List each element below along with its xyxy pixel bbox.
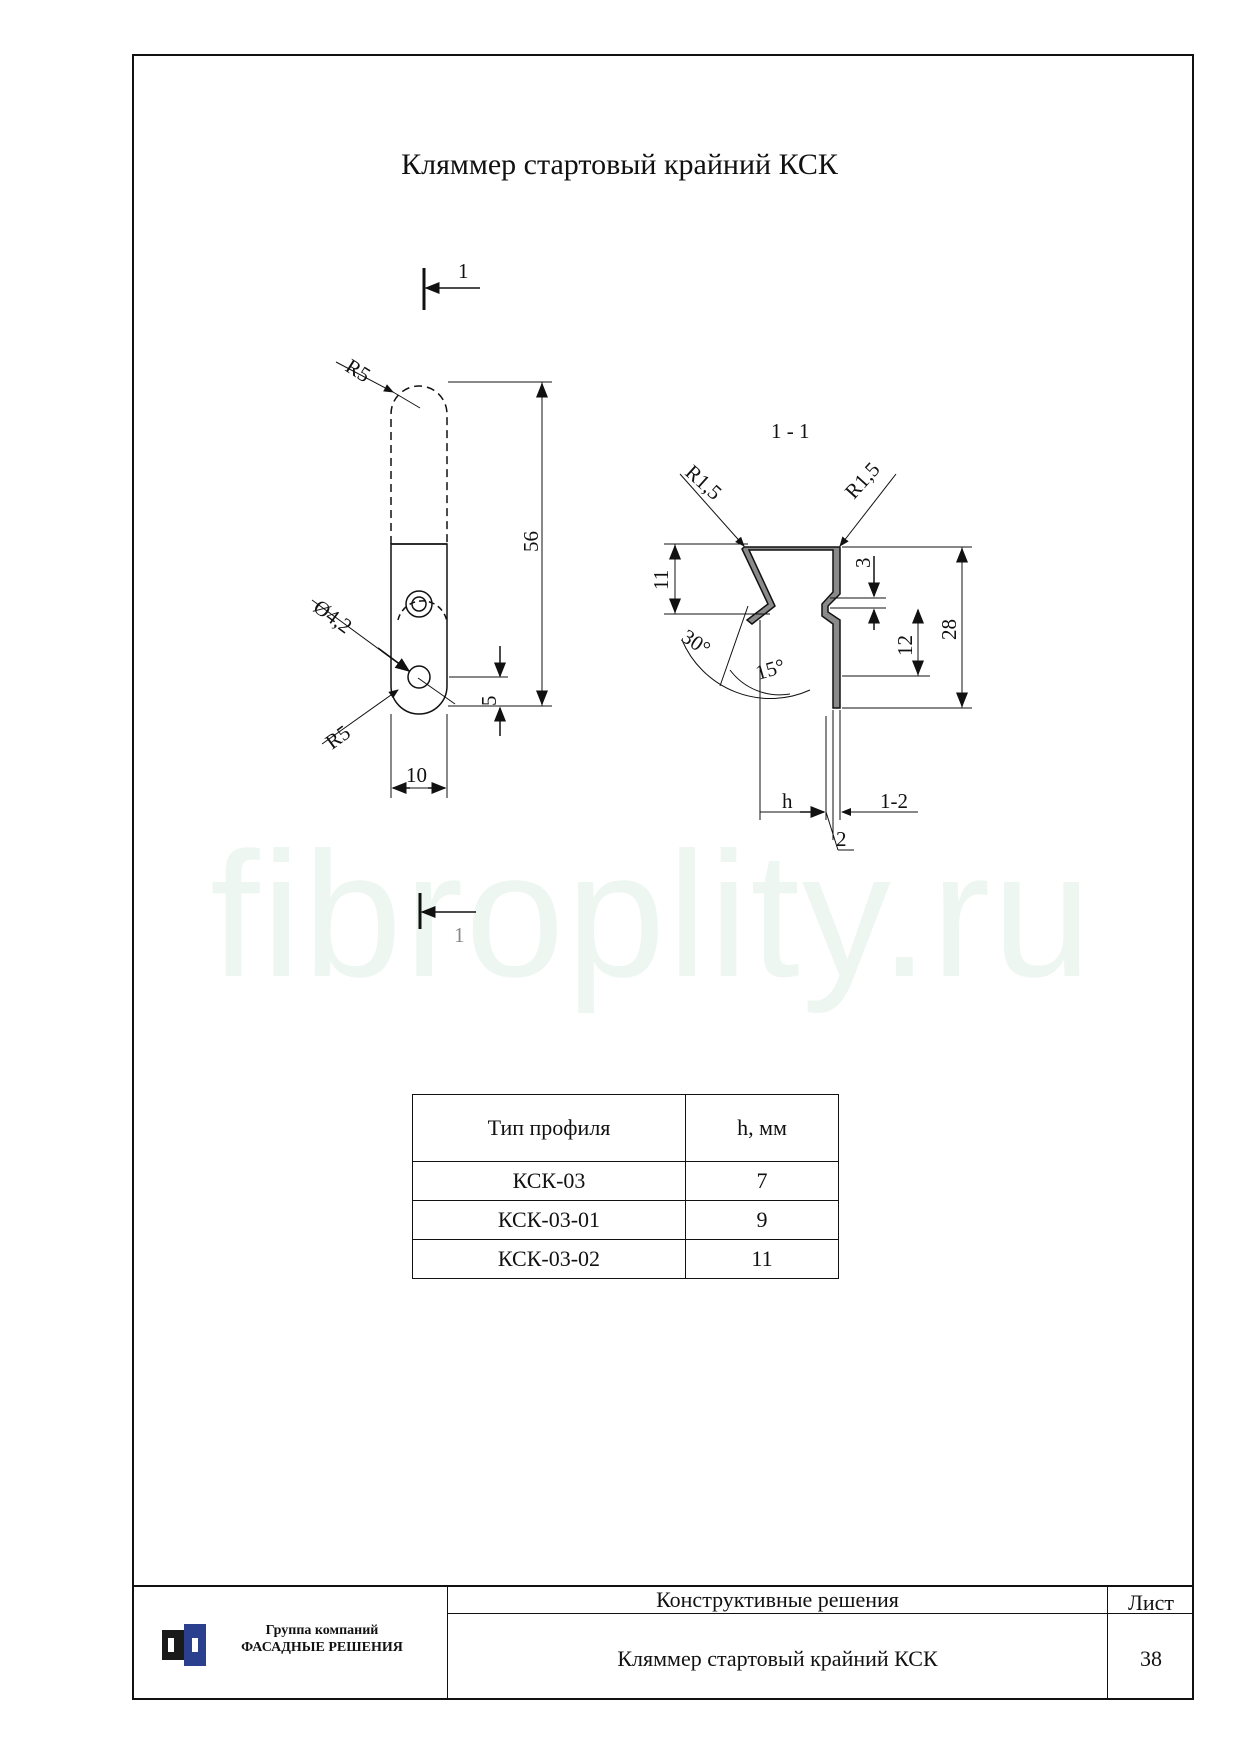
table-cell: 11 — [685, 1239, 839, 1279]
table-cell: КСК-03-01 — [412, 1200, 686, 1240]
dim-length: 56 — [519, 531, 543, 552]
table-header-row: Тип профиля h, мм — [412, 1094, 839, 1162]
section-mark-bottom-label: 1 — [454, 923, 465, 947]
table-header: h, мм — [685, 1094, 839, 1162]
dim-step: 3 — [851, 558, 875, 569]
drawing-name: Кляммер стартовый крайний КСК — [448, 1614, 1108, 1700]
dim-r-top: R5 — [341, 354, 375, 387]
company-block: Группа компаний ФАСАДНЫЕ РЕШЕНИЯ — [132, 1586, 448, 1700]
dim-height: 28 — [937, 619, 961, 640]
company-logo-icon — [162, 1624, 206, 1666]
profile-table: Тип профиля h, мм КСК-03 7 КСК-03-01 9 К… — [412, 1094, 839, 1279]
watermark: fibroplity.ru — [210, 815, 1094, 1014]
table-cell: КСК-03-02 — [412, 1239, 686, 1279]
plan-view — [311, 361, 552, 798]
sheet-label: Лист — [1108, 1586, 1194, 1615]
section-name: Конструктивные решения — [448, 1586, 1108, 1614]
section-mark-top-label: 1 — [458, 259, 469, 283]
company-name: Группа компаний ФАСАДНЫЕ РЕШЕНИЯ — [224, 1622, 420, 1656]
dim-thickness: 1-2 — [880, 789, 908, 813]
company-name-line-2: ФАСАДНЫЕ РЕШЕНИЯ — [241, 1640, 403, 1655]
drawing-frame — [132, 54, 1194, 1700]
dim-angle-30: 30° — [677, 624, 715, 660]
section-mark-bottom — [418, 893, 476, 929]
dim-angle-15: 15° — [753, 654, 788, 685]
title-block-divider — [132, 1585, 1194, 1587]
dim-width: 10 — [406, 763, 427, 787]
table-cell: 7 — [685, 1161, 839, 1201]
dim-tail: 2 — [836, 827, 847, 851]
table-row: КСК-03-02 11 — [412, 1239, 839, 1279]
section-label: 1 - 1 — [771, 419, 810, 443]
table-row: КСК-03-01 9 — [412, 1200, 839, 1240]
sheet-number: 38 — [1140, 1646, 1162, 1671]
section-mark-top — [422, 268, 480, 310]
dim-depth: 11 — [649, 570, 673, 590]
table-cell: 9 — [685, 1200, 839, 1240]
dim-r-bottom: R5 — [321, 720, 355, 754]
table-row: КСК-03 7 — [412, 1161, 839, 1201]
dim-hole: Ø4,2 — [309, 595, 357, 639]
dim-r-left: R1,5 — [681, 460, 727, 505]
dim-hole-offset: 5 — [477, 696, 501, 707]
dim-step-height: 12 — [893, 635, 917, 656]
dim-h: h — [782, 789, 793, 813]
title-block: Группа компаний ФАСАДНЫЕ РЕШЕНИЯ Констру… — [132, 1586, 1194, 1700]
table-header: Тип профиля — [412, 1094, 686, 1162]
page-title: Кляммер стартовый крайний КСК — [401, 148, 838, 181]
section-view — [664, 473, 972, 851]
table-cell: КСК-03 — [412, 1161, 686, 1201]
company-name-line-1: Группа компаний — [265, 1623, 379, 1638]
